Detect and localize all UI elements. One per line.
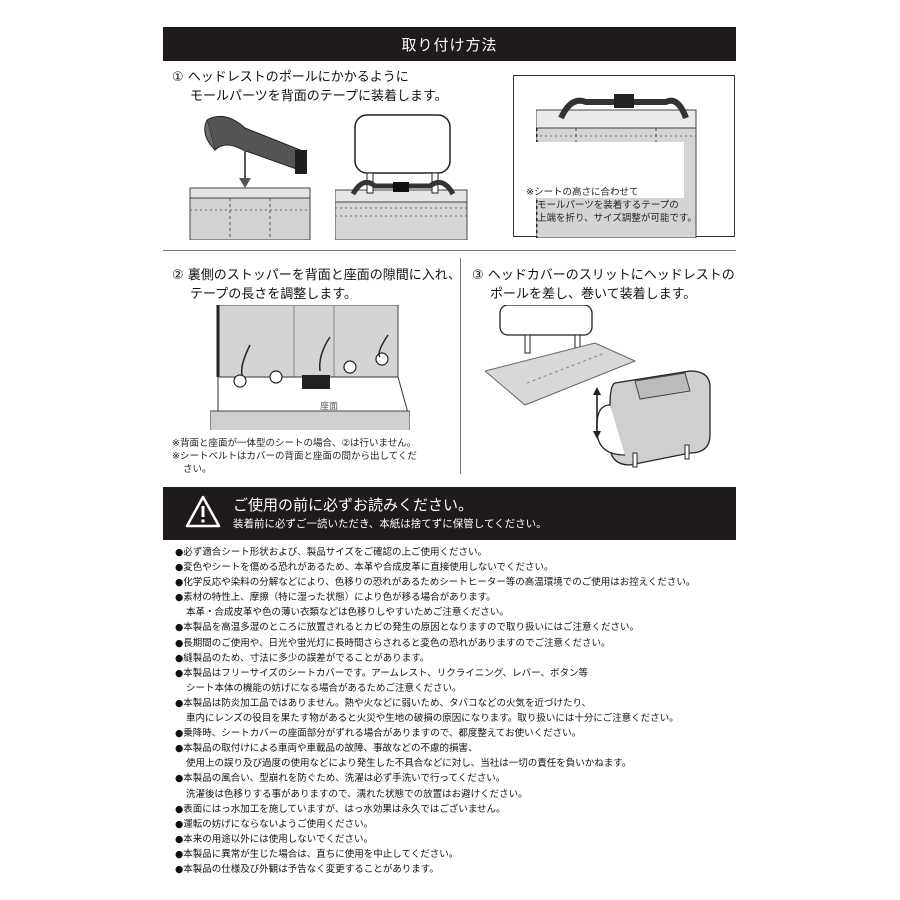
caution-item: ●乗降時、シートカバーの座面部分がずれる場合がありますので、都度整えてお使いくだ… [175,726,735,741]
caution-text: ●本製品を高温多湿のところに放置されるとカビの発生の原因となりますので取り扱いに… [175,622,640,634]
step-1-illustration-mould-part [189,115,311,240]
column-divider [460,258,461,474]
step-1-illustration-headrest [335,114,468,240]
caution-text: ●本来の用途以外には使用しないでください。 [175,833,374,845]
step-1-instructions: ① ヘッドレストのポールにかかるように モールパーツを背面のテープに装着します。 [172,68,448,106]
step-2-note-2: ※シートベルトはカバーの背面と座面の間から出してくだ [172,451,417,462]
step-2-line-2: テープの長さを調整します。 [190,287,357,302]
caution-text: ●本製品の風合い、型崩れを防ぐため、洗濯は必ず手洗いで行ってください。 [175,773,506,785]
caution-item: ●本製品はフリーサイズのシートカバーです。アームレスト、リクライニング、レバー、… [175,666,735,696]
step-2-number: ② [172,268,184,283]
caution-text-continued: 車内にレンズの役目を果たす物があると火災や生地の破損の原因になります。取り扱いに… [186,713,679,725]
caution-item: ●変色やシートを傷める恐れがあるため、本革や合成皮革に直接使用しないでください。 [175,560,735,575]
step-3-line-2: ポールを差し、巻いて装着します。 [490,287,697,302]
warning-subtitle: 装着前に必ずご一読いただき、本紙は捨てずに保管してください。 [233,518,547,530]
detail-note-backdrop [514,142,684,198]
caution-text: ●素材の特性上、摩擦（特に湿った状態）により色が移る場合があります。 [175,592,496,604]
caution-list: ●必ず適合シート形状および、製品サイズをご確認の上ご使用ください。 ●変色やシート… [175,545,735,877]
detail-note-line-2: モールパーツを装着するテープの [537,200,679,211]
caution-item: ●本製品の風合い、型崩れを防ぐため、洗濯は必ず手洗いで行ってください。洗濯後は色… [175,771,735,801]
caution-text: ●縫製品のため、寸法に多少の誤差がでることがあります。 [175,652,430,664]
step-2-note-3: さい。 [183,464,212,475]
step-2-instructions: ② 裏側のストッパーを背面と座面の隙間に入れ、 テープの長さを調整します。 [172,266,461,304]
step-1-detail-box: ※シートの高さに合わせて モールパーツを装着するテープの 上端を折り、サイズ調整… [513,75,735,238]
detail-note-line-1: ※シートの高さに合わせて [526,187,639,198]
caution-item: ●本製品は防炎加工品ではありません。熱や火などに弱いため、タバコなどの火気を近づ… [175,696,735,726]
caution-text: ●化学反応や染料の分解などにより、色移りの恐れがあるためシートヒーター等の高温環… [175,577,696,589]
detail-note-line-3: 上端を折り、サイズ調整が可能です。 [537,213,697,224]
caution-text: ●乗降時、シートカバーの座面部分がずれる場合がありますので、都度整えてお使いくだ… [175,728,582,740]
caution-item: ●長期間のご使用や、日光や蛍光灯に長時間さらされると変色の恐れがありますのでご注… [175,636,735,651]
step-3-number: ③ [472,268,484,283]
caution-item: ●本製品を高温多湿のところに放置されるとカビの発生の原因となりますので取り扱いに… [175,620,735,635]
step-3-line-1: ヘッドカバーのスリットにヘッドレストの [487,268,735,283]
caution-text: ●変色やシートを傷める恐れがあるため、本革や合成皮革に直接使用しないでください。 [175,562,554,574]
section-title-bar: 取り付け方法 [163,27,736,61]
caution-text: ●本製品の仕様及び外観は予告なく変更することがあります。 [175,863,439,875]
caution-text: ●表面にはっ水加工を施していますが、はっ水効果は永久ではございません。 [175,803,506,815]
caution-text: ●本製品の取付けによる車両や車載品の故障、事故などの不慮的損害、 [175,743,478,755]
step-1-number: ① [172,70,184,85]
caution-item: ●本製品の取付けによる車両や車載品の故障、事故などの不慮的損害、使用上の誤り及び… [175,741,735,771]
caution-item: ●縫製品のため、寸法に多少の誤差がでることがあります。 [175,651,735,666]
caution-item: ●素材の特性上、摩擦（特に湿った状態）により色が移る場合があります。本革・合成皮… [175,590,735,620]
caution-text: ●本製品に異常が生じた場合は、直ちに使用を中止してください。 [175,848,459,860]
warning-banner: ご使用の前に必ずお読みください。 装着前に必ずご一読いただき、本紙は捨てずに保管… [163,487,736,540]
step-1-line-2: モールパーツを背面のテープに装着します。 [190,89,448,104]
section-divider [163,250,736,251]
caution-text: ●本製品は防炎加工品ではありません。熱や火などに弱いため、タバコなどの火気を近づ… [175,697,592,709]
caution-item: ●化学反応や染料の分解などにより、色移りの恐れがあるためシートヒーター等の高温環… [175,575,735,590]
caution-text-continued: シート本体の機能の妨げになる場合があるためご注意ください。 [186,682,462,694]
step-2-notes: ※背面と座面が一体型のシートの場合、②は行いません。 ※シートベルトはカバーの背… [172,437,417,476]
caution-item: ●本製品に異常が生じた場合は、直ちに使用を中止してください。 [175,847,735,862]
caution-item: ●本来の用途以外には使用しないでください。 [175,832,735,847]
step-3-illustration-head-cover [485,305,711,468]
warning-title: ご使用の前に必ずお読みください。 [233,496,474,514]
caution-item: ●必ず適合シート形状および、製品サイズをご確認の上ご使用ください。 [175,545,735,560]
step-3-instructions: ③ ヘッドカバーのスリットにヘッドレストの ポールを差し、巻いて装着します。 [472,266,735,304]
caution-text: ●運転の妨げにならないようご使用ください。 [175,818,374,830]
caution-text: ●必ず適合シート形状および、製品サイズをご確認の上ご使用ください。 [175,547,488,558]
caution-item: ●運転の妨げにならないようご使用ください。 [175,817,735,832]
step-2-illustration-stopper: 座面 [210,305,410,430]
caution-text-continued: 使用上の誤り及び過度の使用などにより発生した不具合などに対し、当社は一切の責任を… [186,758,632,770]
caution-text: ●本製品はフリーサイズのシートカバーです。アームレスト、リクライニング、レバー、… [175,667,588,679]
caution-item: ●本製品の仕様及び外観は予告なく変更することがあります。 [175,862,735,877]
step-1-detail-note: ※シートの高さに合わせて モールパーツを装着するテープの 上端を折り、サイズ調整… [526,186,697,225]
warning-triangle-icon [185,495,221,528]
caution-text-continued: 洗濯後は色移りする事がありますので、濡れた状態での放置はお避けください。 [186,788,528,800]
caution-text-continued: 本革・合成皮革や色の薄い衣類などは色移りしやすいためご注意ください。 [186,607,509,619]
caution-text: ●長期間のご使用や、日光や蛍光灯に長時間さらされると変色の恐れがありますのでご注… [175,637,611,649]
step-1-line-1: ヘッドレストのポールにかかるように [187,70,409,85]
section-title: 取り付け方法 [401,35,498,54]
step-2-note-1: ※背面と座面が一体型のシートの場合、②は行いません。 [172,438,417,449]
step-2-line-1: 裏側のストッパーを背面と座面の隙間に入れ、 [187,268,461,283]
caution-item: ●表面にはっ水加工を施していますが、はっ水効果は永久ではございません。 [175,802,735,817]
seat-label: 座面 [320,400,338,412]
